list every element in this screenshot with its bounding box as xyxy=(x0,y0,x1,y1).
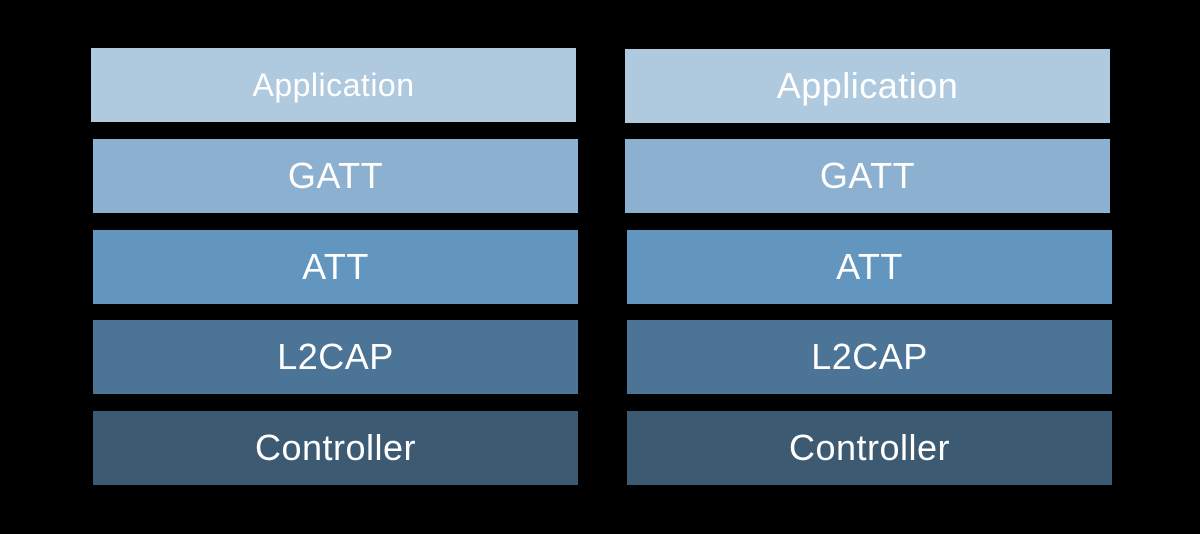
left-gatt-layer: GATT xyxy=(93,139,578,213)
left-att-label: ATT xyxy=(302,246,369,287)
left-att-layer: ATT xyxy=(93,230,578,304)
right-controller-layer: Controller xyxy=(627,411,1112,485)
right-controller-label: Controller xyxy=(788,427,951,468)
left-l2cap-label: L2CAP xyxy=(277,336,394,377)
left-application-layer: Application xyxy=(91,48,576,122)
left-application-label: Application xyxy=(252,66,415,103)
left-controller-label: Controller xyxy=(254,427,417,468)
right-gatt-layer: GATT xyxy=(625,139,1110,213)
left-controller-layer: Controller xyxy=(93,411,578,485)
right-att-layer: ATT xyxy=(627,230,1112,304)
left-gatt-label: GATT xyxy=(287,155,384,196)
right-att-label: ATT xyxy=(836,246,903,287)
right-gatt-label: GATT xyxy=(819,155,916,196)
right-l2cap-label: L2CAP xyxy=(811,336,928,377)
right-l2cap-layer: L2CAP xyxy=(627,320,1112,394)
right-application-label: Application xyxy=(776,65,959,106)
right-application-layer: Application xyxy=(625,49,1110,123)
left-l2cap-layer: L2CAP xyxy=(93,320,578,394)
